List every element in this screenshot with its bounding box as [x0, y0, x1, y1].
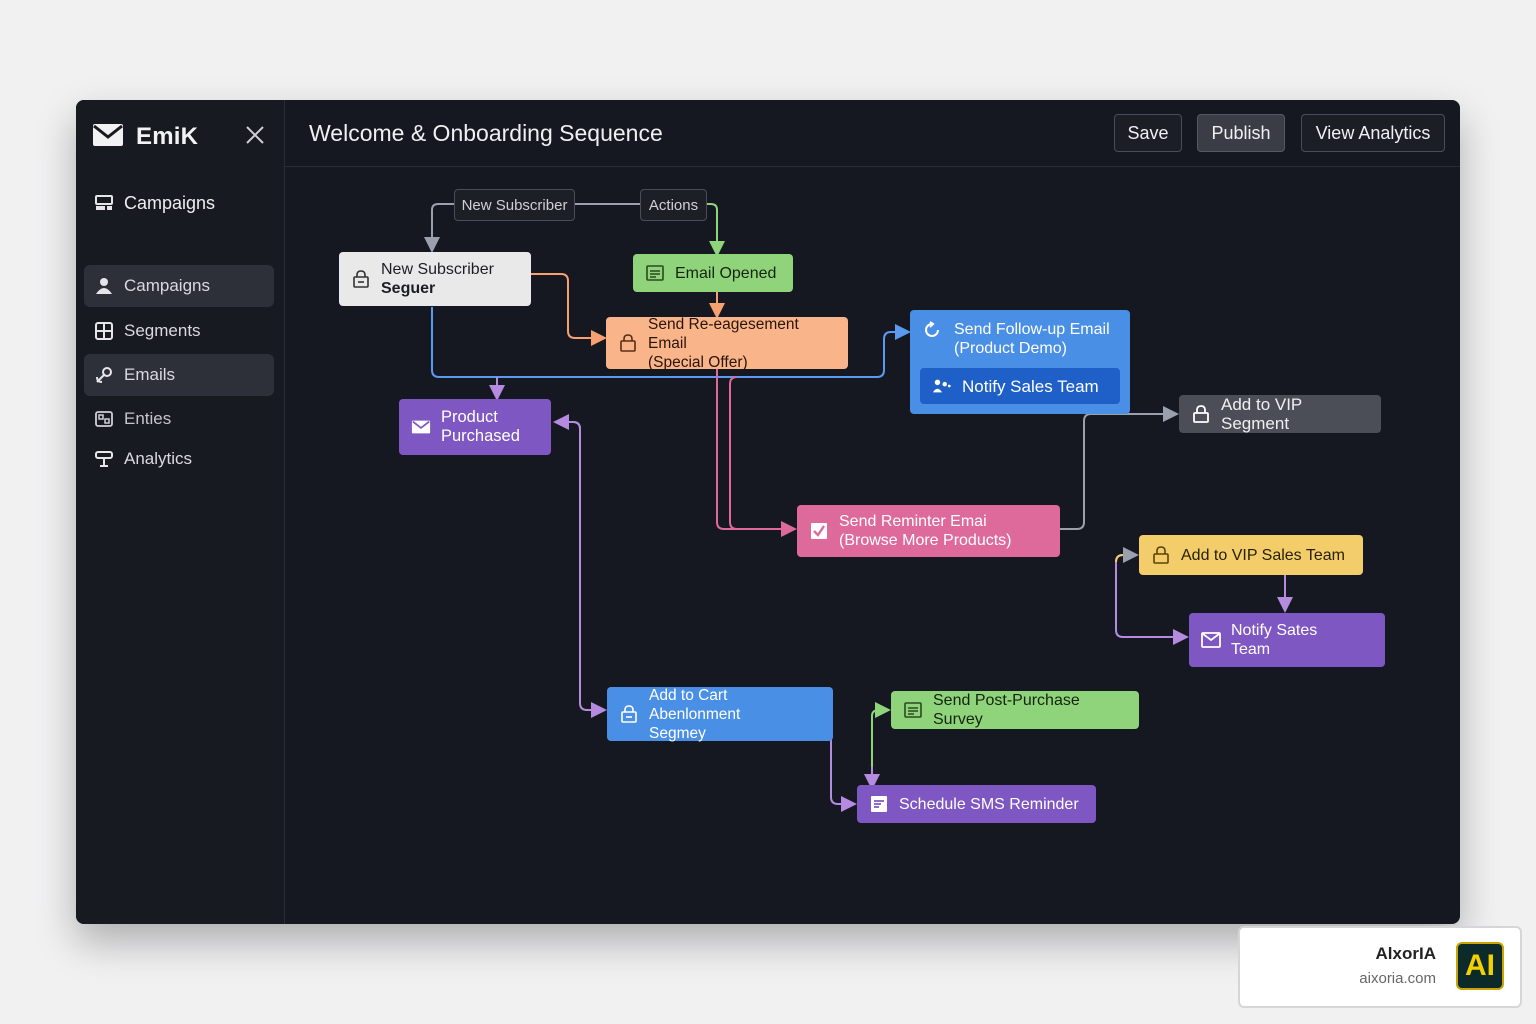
node-sublabel: (Product Demo) [954, 340, 1067, 357]
lock-icon [619, 704, 639, 724]
actions-tag[interactable]: Actions [640, 189, 707, 221]
sidebar-item-label: Campaigns [124, 192, 216, 213]
publish-button[interactable]: Publish [1197, 114, 1285, 152]
envelope-icon [411, 417, 431, 437]
node-sublabel: Team [1231, 641, 1271, 658]
lock-icon [1191, 404, 1211, 424]
segments-icon [94, 321, 114, 341]
envelope-icon [1201, 630, 1221, 650]
close-icon[interactable] [244, 124, 266, 146]
ai-logo-icon: AI [1456, 942, 1504, 990]
team-icon [932, 376, 952, 396]
connector-lines [424, 203, 1293, 812]
link-icon [94, 365, 114, 385]
page-title: Welcome & Onboarding Sequence [309, 120, 663, 146]
node-sublabel: (Browse More Products) [839, 532, 1012, 549]
trigger-tag[interactable]: New Subscriber [454, 189, 575, 221]
watermark-card: AlxorIA aixoria.com AI [1238, 926, 1522, 1008]
sidebar: EmiK Campaigns Campaigns Segments [76, 100, 285, 924]
node-label: New Subscriber [381, 261, 494, 278]
node-label: Send Post-Purchase Survey [933, 692, 1080, 728]
node-label: Notify Sales Team [962, 376, 1099, 396]
sidebar-item-campaigns[interactable]: Campaigns [84, 265, 274, 307]
node-follow-up-email[interactable]: Send Follow-up Email (Product Demo) Noti… [910, 310, 1130, 414]
node-re-engagement-email[interactable]: Send Re-eagesement Email (Special Offer) [606, 315, 848, 371]
sidebar-item-emails[interactable]: Emails [84, 354, 274, 396]
user-icon [94, 276, 114, 296]
node-add-vip-sales-team[interactable]: Add to VIP Sales Team [1139, 535, 1363, 575]
node-label: Notify Sates [1231, 622, 1318, 639]
node-schedule-sms-reminder[interactable]: Schedule SMS Reminder [857, 785, 1096, 823]
sidebar-item-label: Analytics [124, 449, 193, 468]
brand[interactable]: EmiK [92, 122, 198, 152]
watermark-url: aixoria.com [1359, 970, 1436, 987]
node-label: Schedule SMS Reminder [899, 795, 1079, 813]
node-label: Email Opened [675, 264, 777, 282]
node-cart-abandonment-segment[interactable]: Add to Cart Abenlonment Segmey [607, 686, 833, 742]
node-send-reminder-email[interactable]: Send Reminter Emai (Browse More Products… [797, 505, 1060, 557]
node-label: Send Follow-up Email [954, 321, 1110, 338]
node-sublabel: Seguer [381, 280, 436, 297]
analytics-icon [94, 449, 114, 469]
header-bar: Welcome & Onboarding Sequence Save Publi… [285, 100, 1460, 167]
watermark-title: AlxorIA [1375, 944, 1436, 963]
node-sublabel: Purchased [441, 427, 520, 445]
sidebar-item-label: Campaigns [124, 276, 210, 295]
sidebar-item-segments[interactable]: Segments [84, 310, 274, 352]
document-icon [645, 263, 665, 283]
node-label: Add to VIP Segment [1221, 395, 1302, 433]
node-new-subscriber[interactable]: New Subscriber Seguer [339, 252, 531, 306]
campaign-icon [94, 193, 114, 213]
node-label: Send Re-eagesement Email [648, 315, 799, 352]
node-product-purchased[interactable]: Product Purchased [399, 399, 551, 455]
view-analytics-button[interactable]: View Analytics [1301, 114, 1445, 152]
entities-icon [94, 409, 114, 429]
node-notify-sales-inner[interactable]: Notify Sales Team [920, 368, 1120, 404]
sidebar-item-enties[interactable]: Enties [84, 398, 274, 440]
brand-name: EmiK [136, 123, 199, 150]
node-sublabel: Segmey [649, 724, 706, 742]
node-label: Send Reminter Emai [839, 513, 987, 530]
form-icon [869, 794, 889, 814]
sidebar-item-analytics[interactable]: Analytics [84, 438, 274, 480]
checkbox-icon [809, 521, 829, 541]
app-window: EmiK Campaigns Campaigns Segments [76, 100, 1460, 924]
save-button[interactable]: Save [1114, 114, 1182, 152]
sidebar-item-label: Enties [124, 409, 172, 428]
node-notify-sales-team[interactable]: Notify Sates Team [1189, 613, 1385, 667]
node-add-vip-segment[interactable]: Add to VIP Segment [1179, 395, 1381, 433]
document-icon [903, 700, 923, 720]
node-post-purchase-survey[interactable]: Send Post-Purchase Survey [891, 691, 1139, 729]
sidebar-item-label: Emails [124, 365, 176, 384]
node-label: Add to VIP Sales Team [1181, 546, 1345, 564]
refresh-icon [922, 320, 942, 340]
node-email-opened[interactable]: Email Opened [633, 254, 793, 292]
workflow-canvas[interactable]: New Subscriber Actions New Subscriber Se… [285, 167, 1460, 924]
node-label: Add to Cart Abenlonment [649, 686, 741, 723]
envelope-icon [92, 123, 124, 152]
sidebar-item-label: Segments [124, 321, 201, 340]
lock-icon [618, 333, 638, 353]
node-label: Product [441, 408, 498, 426]
node-sublabel: (Special Offer) [648, 353, 748, 371]
lock-icon [1151, 545, 1171, 565]
lock-icon [351, 269, 371, 289]
sidebar-item-campaigns-top[interactable]: Campaigns [84, 182, 274, 224]
